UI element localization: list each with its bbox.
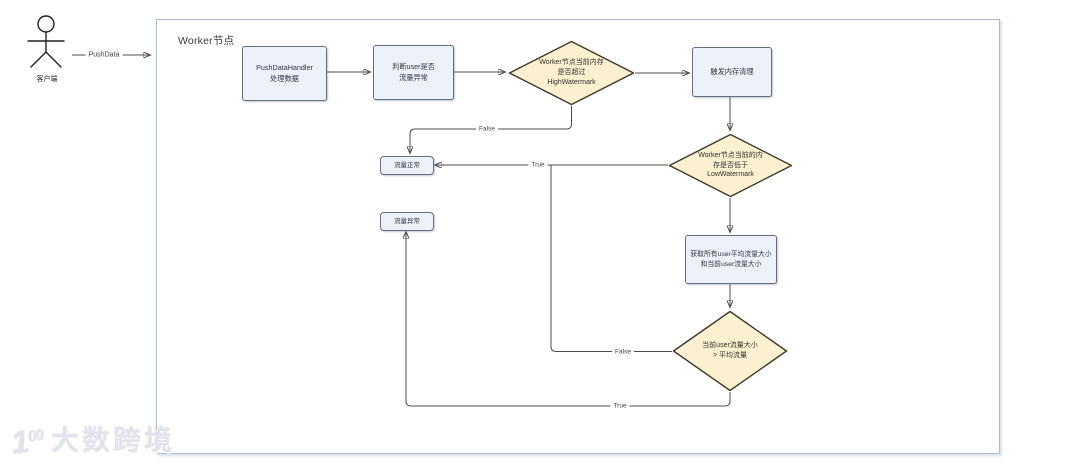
node-text-line: Worker节点当前内存 — [539, 59, 604, 67]
node-text-line: > 平均流量 — [712, 352, 748, 359]
diamond-shape — [668, 133, 793, 198]
decision-traffic-gt-avg[interactable]: 当前user流量大小 > 平均流量 — [672, 310, 788, 392]
node-text-line: Worker节点当前的内 — [698, 151, 763, 159]
node-trigger-memory-cleanup[interactable]: 触发内存清理 — [692, 47, 772, 97]
decision-lowwatermark[interactable]: Worker节点当前的内 存是否低于 LowWatermark — [668, 133, 793, 198]
edge-label-pushdata: PushData — [85, 51, 123, 59]
node-pushdatahandler[interactable]: PushDataHandler 处理数据 — [242, 46, 327, 101]
node-get-traffic-sizes[interactable]: 获取所有user平均流量大小 和当前user流量大小 — [685, 235, 777, 284]
node-text-line: 和当前user流量大小 — [700, 260, 762, 268]
node-traffic-abnormal[interactable]: 流量异常 — [380, 212, 434, 231]
node-text-line: 流量正常 — [394, 161, 420, 169]
container-title: Worker节点 — [178, 35, 235, 47]
node-text-line: PushDataHandler — [256, 63, 313, 73]
edge-label-true-lowwm: True — [528, 161, 548, 169]
actor-label: 客户端 — [36, 76, 58, 83]
node-text-line: LowWatermark — [707, 171, 754, 179]
edge-label-false-gtavg: False — [612, 348, 634, 356]
edge-label-true-gtavg: True — [610, 402, 630, 410]
watermark-logo: 100 — [9, 424, 45, 462]
node-text-line: 当前user流量大小 — [702, 342, 758, 350]
decision-highwatermark[interactable]: Worker节点当前内存 是否超过 HighWatermark — [508, 40, 635, 106]
node-text-line: 判断user是否 — [392, 62, 435, 72]
node-text-line: 触发内存清理 — [710, 66, 754, 76]
watermark-brand: 大数跨境 — [51, 426, 176, 456]
node-text-line: 流量异常 — [399, 72, 428, 82]
node-text-line: 获取所有user平均流量大小 — [690, 250, 772, 258]
edge-label-false-highwm: False — [476, 125, 498, 133]
diamond-shape — [508, 40, 635, 106]
node-judge-user-traffic[interactable]: 判断user是否 流量异常 — [373, 45, 454, 100]
node-traffic-normal[interactable]: 流量正常 — [380, 156, 434, 175]
watermark: 100 大数跨境 — [9, 424, 176, 462]
node-text-line: 存是否低于 — [713, 161, 748, 169]
diamond-shape — [672, 310, 788, 392]
node-text-line: 流量异常 — [394, 217, 420, 225]
node-text-line: 是否超过 — [557, 69, 586, 77]
stick-figure-icon — [27, 15, 65, 68]
node-text-line: HighWatermark — [547, 78, 596, 86]
node-text-line: 处理数据 — [270, 73, 299, 83]
client-actor[interactable] — [18, 12, 76, 90]
